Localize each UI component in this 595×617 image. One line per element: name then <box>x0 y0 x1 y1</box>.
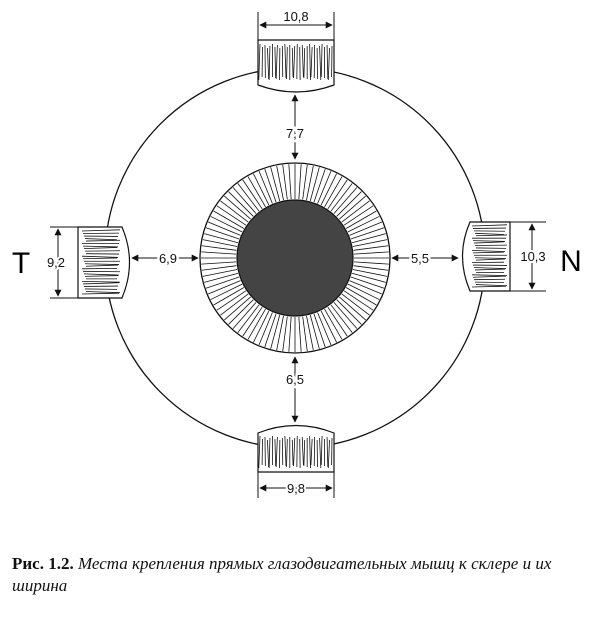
superior-rectus-muscle <box>257 39 335 93</box>
figure-caption: Рис. 1.2. Места крепления прямых глазодв… <box>12 553 587 597</box>
top-distance-label: 7,7 <box>286 126 304 141</box>
left-distance: 6,9 <box>131 249 199 269</box>
bottom-distance: 6,5 <box>283 356 307 423</box>
bottom-width-dimension: 9,8 <box>257 472 335 498</box>
right-width-label: 10,3 <box>520 249 545 264</box>
top-width-dimension: 10,8 <box>257 9 335 40</box>
nasal-side-label: N <box>560 245 582 278</box>
inferior-rectus-muscle <box>257 424 335 473</box>
eye-muscle-diagram: 10,8 9,8 9,2 10,3 7,7 6,5 6,9 5,5 T N <box>12 9 582 498</box>
top-width-label: 10,8 <box>283 9 308 24</box>
lateral-rectus-muscle <box>77 226 131 299</box>
left-width-label: 9,2 <box>47 255 65 270</box>
top-distance: 7,7 <box>283 94 307 160</box>
left-width-dimension: 9,2 <box>45 226 78 299</box>
temporal-side-label: T <box>12 247 30 280</box>
right-distance-label: 5,5 <box>411 251 429 266</box>
right-distance: 5,5 <box>391 249 459 269</box>
bottom-distance-label: 6,5 <box>286 372 304 387</box>
right-width-dimension: 10,3 <box>510 221 548 292</box>
left-distance-label: 6,9 <box>159 251 177 266</box>
caption-label: Рис. 1.2. <box>12 554 74 573</box>
medial-rectus-muscle <box>461 221 511 292</box>
caption-text: Места крепления прямых глазодвигательных… <box>12 554 552 595</box>
bottom-width-label: 9,8 <box>287 481 305 496</box>
pupil <box>236 199 354 317</box>
